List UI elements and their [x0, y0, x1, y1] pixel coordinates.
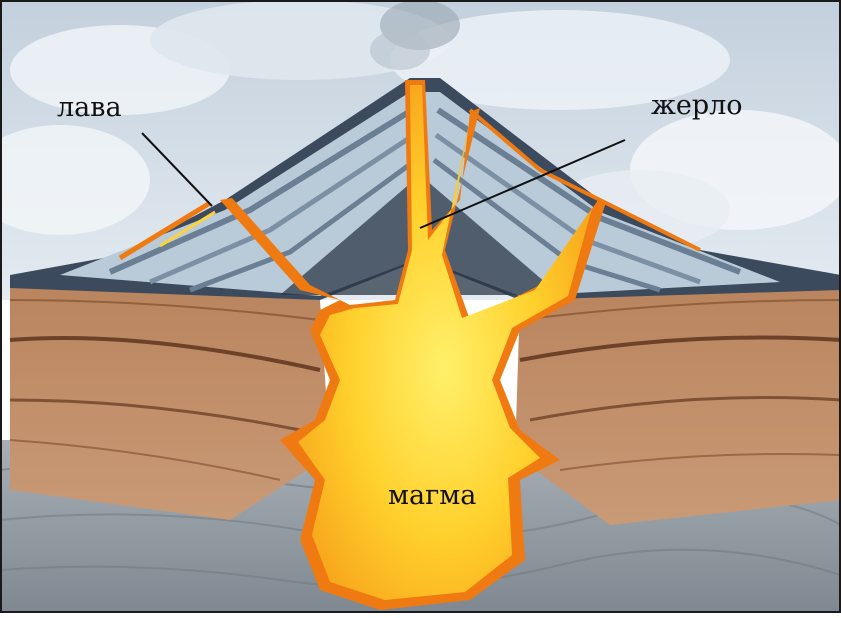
- strata-left: [10, 280, 330, 520]
- vent-label: жерло: [651, 92, 743, 119]
- strata-right: [515, 280, 841, 525]
- magma-label: магма: [388, 482, 476, 509]
- lava-label: лава: [57, 94, 122, 121]
